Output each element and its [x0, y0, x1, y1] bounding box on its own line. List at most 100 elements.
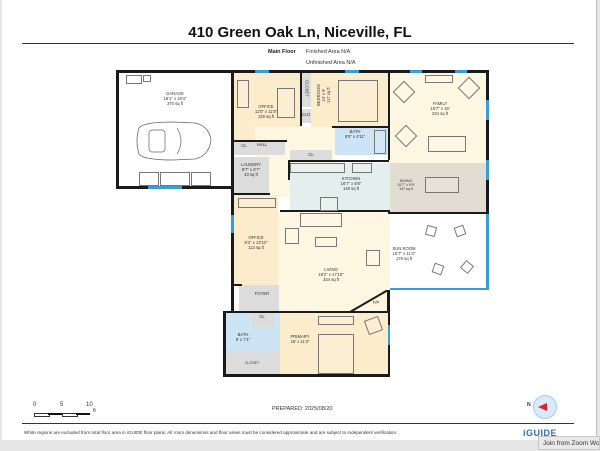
room-kitchen	[290, 163, 390, 212]
wall	[288, 160, 290, 180]
wall	[223, 311, 226, 377]
stove	[320, 197, 338, 211]
car-icon	[136, 121, 212, 161]
garage-shelf	[143, 75, 151, 82]
tv-stand	[425, 75, 453, 83]
zoom-join-tooltip[interactable]: Join from Zoom Wor	[538, 436, 600, 450]
wall	[300, 70, 302, 126]
label-foyer: FOYER	[254, 291, 270, 296]
label-closet-top: CLOSET	[304, 80, 310, 97]
window	[390, 288, 488, 290]
room-cl-hall	[290, 150, 332, 162]
fireplace-wall	[349, 290, 389, 313]
room-cl-office	[233, 141, 285, 155]
wall	[231, 190, 234, 312]
room-cl-primary	[252, 313, 274, 327]
wall	[116, 70, 119, 188]
kitchen-island	[352, 163, 372, 173]
footer-divider	[22, 423, 574, 424]
window	[231, 215, 234, 233]
window	[345, 70, 359, 73]
wall	[116, 70, 488, 73]
prepared-date: PREPARED: 2025/08/20	[272, 406, 333, 412]
label-cl-office: CL	[241, 143, 247, 148]
page-title: 410 Green Oak Ln, Niceville, FL	[188, 24, 412, 41]
window	[388, 325, 390, 345]
room-dining	[390, 163, 486, 214]
label-hall: HALL	[256, 142, 268, 147]
label-cl-primary: CL	[259, 314, 265, 319]
unfinished-area: Unfinished Area N/A	[306, 60, 356, 66]
desk	[237, 80, 249, 108]
window	[455, 70, 467, 73]
room-garage	[118, 72, 233, 187]
compass-north-label: N	[527, 402, 531, 408]
room-family	[390, 73, 486, 163]
room-bedroom	[311, 73, 388, 127]
garage-shelf	[126, 75, 142, 84]
disclaimer: White regions are excluded from total fl…	[24, 430, 398, 435]
label-cl-hall: CL	[308, 152, 314, 157]
scale-label-0: 0	[33, 402, 37, 408]
window	[486, 214, 489, 290]
bed	[318, 334, 354, 374]
room-laundry	[233, 157, 269, 194]
wall	[388, 70, 390, 160]
wall	[223, 311, 390, 313]
room-clo	[301, 109, 311, 123]
wall	[486, 70, 489, 290]
wall	[289, 160, 389, 162]
label-closet-primary: CLOSET	[244, 361, 260, 365]
room-sunroom	[390, 214, 486, 289]
sofa	[300, 213, 342, 227]
wall	[223, 374, 390, 377]
dresser	[318, 316, 354, 325]
kitchen-counter	[290, 163, 345, 173]
wall	[232, 284, 242, 286]
wall	[280, 210, 390, 212]
room-closet-primary	[225, 351, 280, 374]
compass-icon: N	[527, 395, 557, 419]
window	[486, 160, 489, 180]
scale-label-10: 10	[86, 402, 93, 408]
garage-cabinet	[160, 172, 190, 186]
bed	[338, 80, 378, 122]
wall	[232, 193, 270, 195]
finished-area: Finished Area N/A	[306, 49, 351, 55]
coffee-table	[315, 237, 337, 247]
floor-label: Main Floor	[268, 49, 296, 55]
armchair	[285, 228, 299, 244]
iguide-logo: iGUIDE	[523, 428, 558, 438]
window	[148, 186, 182, 189]
scale-label-5: 5	[60, 402, 64, 408]
bathtub	[374, 130, 386, 154]
north-arrow-icon	[538, 403, 547, 411]
dining-table	[425, 177, 459, 193]
label-fp: F/P	[372, 300, 380, 305]
armchair	[366, 250, 380, 266]
garage-cabinet	[191, 172, 211, 186]
room-office-2	[233, 195, 278, 285]
window	[410, 70, 422, 73]
desk	[277, 88, 295, 118]
title-divider	[22, 43, 574, 44]
room-bath-1	[333, 127, 388, 155]
window	[255, 70, 269, 73]
scale-unit: ft	[93, 408, 96, 414]
desk	[238, 198, 276, 208]
label-clo: CLO	[301, 112, 311, 117]
wall	[388, 212, 488, 214]
